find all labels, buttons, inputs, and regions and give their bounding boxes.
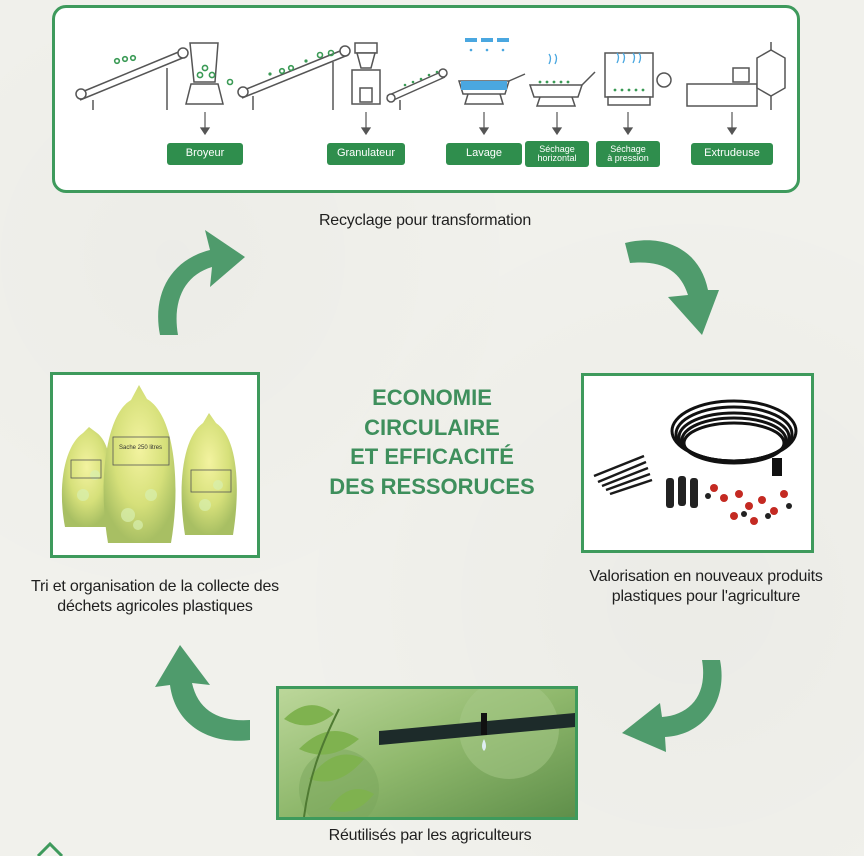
collection-caption: Tri et organisation de la collecte des d… bbox=[0, 577, 310, 617]
recycling-process-panel: Broyeur Granulateur Lavage Séchage horiz… bbox=[52, 5, 800, 193]
collection-caption-line1: Tri et organisation de la collecte des bbox=[31, 578, 279, 595]
process-caption: Recyclage pour transformation bbox=[318, 212, 532, 229]
title-line-1: ECONOMIE bbox=[372, 385, 492, 410]
step-extrudeuse-label: Extrudeuse bbox=[691, 143, 773, 165]
title-line-4: DES RESSORUCES bbox=[329, 474, 535, 500]
center-title: ECONOMIE CIRCULAIRE ET EFFICACITÉ DES RE… bbox=[304, 383, 560, 502]
title-line-2: CIRCULAIRE bbox=[364, 414, 500, 440]
collection-bags-photo: Sache 250 litres bbox=[50, 372, 260, 558]
title-line-3: ET EFFICACITÉ bbox=[350, 444, 514, 470]
recycle-logo-fragment bbox=[36, 841, 64, 856]
process-machines-illustration bbox=[75, 38, 786, 136]
reuse-caption: Réutilisés par les agriculteurs bbox=[328, 827, 532, 844]
step-lavage-label: Lavage bbox=[446, 143, 522, 165]
step-sechage-pression-line1: Séchage bbox=[610, 143, 646, 154]
collection-caption-line2: déchets agricoles plastiques bbox=[57, 598, 253, 615]
valorisation-caption-line2: plastiques pour l'agriculture bbox=[611, 588, 801, 605]
irrigation-kit-photo bbox=[581, 373, 814, 553]
irrigation-kit-image bbox=[584, 376, 811, 550]
step-sechage-horizontal-line1: Séchage bbox=[539, 143, 575, 154]
step-granulateur-label: Granulateur bbox=[327, 143, 405, 165]
arrow-up-right bbox=[158, 230, 245, 335]
arrow-down-right bbox=[625, 240, 719, 335]
arrow-up-left bbox=[155, 645, 250, 741]
step-sechage-pression-label: Séchage à pression bbox=[596, 141, 660, 167]
valorisation-caption-line1: Valorisation en nouveaux produits bbox=[589, 568, 823, 585]
drip-irrigation-image bbox=[279, 679, 575, 829]
plastic-bags-image: Sache 250 litres bbox=[53, 375, 257, 555]
step-sechage-horizontal-label: Séchage horizontal bbox=[525, 141, 589, 167]
bag-label-text: Sache 250 litres bbox=[119, 445, 162, 451]
valorisation-caption: Valorisation en nouveaux produits plasti… bbox=[548, 567, 864, 607]
step-sechage-pression-line2: à pression bbox=[607, 153, 649, 163]
drip-irrigation-photo bbox=[276, 679, 578, 829]
step-sechage-horizontal-line2: horizontal bbox=[537, 153, 577, 163]
step-broyeur-label: Broyeur bbox=[167, 143, 243, 165]
arrow-down-left bbox=[622, 660, 722, 752]
